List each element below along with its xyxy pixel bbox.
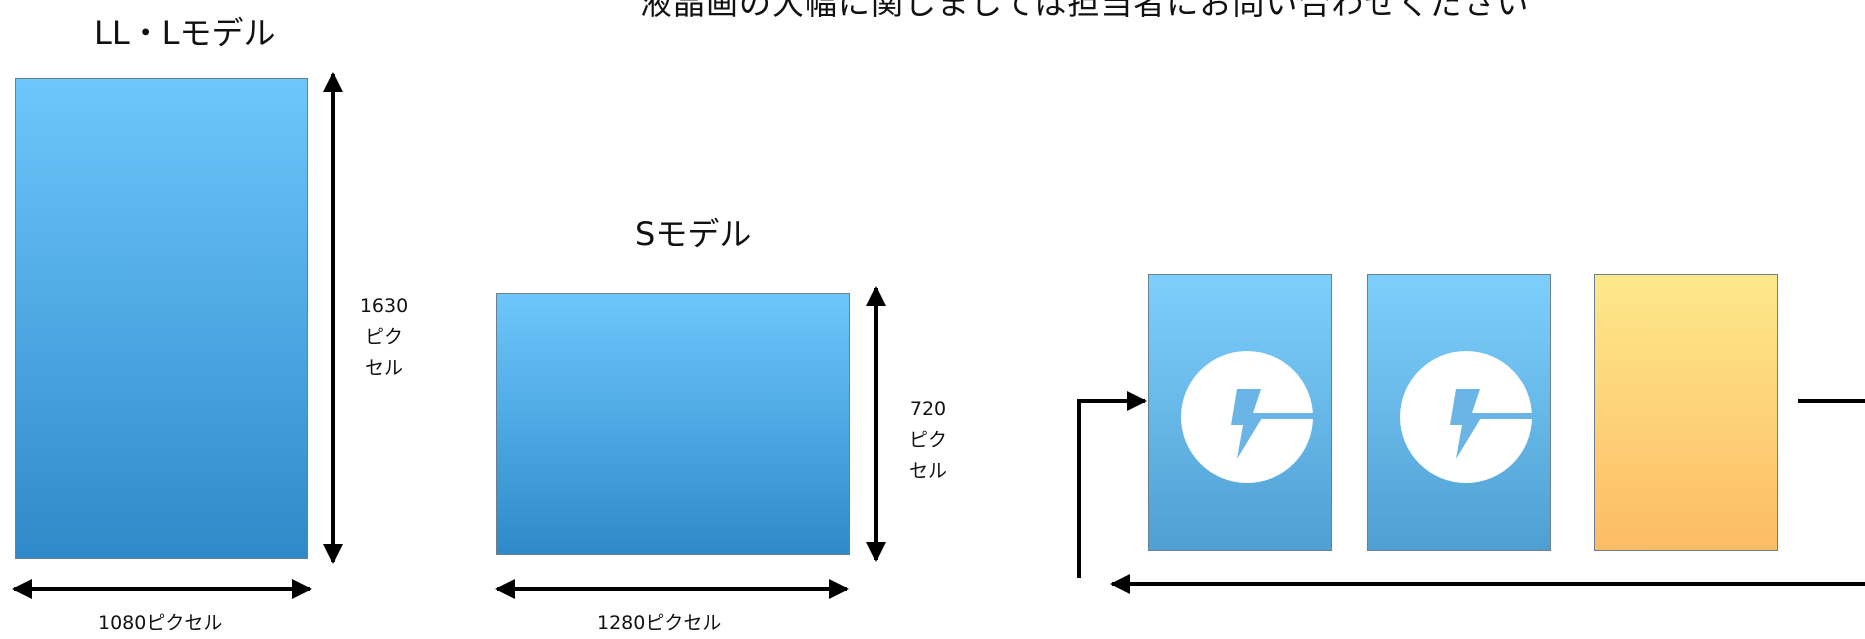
ll-model-screen [15, 78, 308, 559]
s-model-screen [496, 293, 850, 555]
lightning-logo-icon [1181, 351, 1315, 483]
header-note: 液晶画の大幅に関しましては担当者にお問い合わせください [640, 0, 1530, 22]
rotation-screen-3 [1594, 274, 1778, 551]
rotation-screen-1 [1148, 274, 1332, 551]
rotation-screen-2 [1367, 274, 1551, 551]
ll-model-title: LL・Lモデル [94, 14, 276, 52]
s-height-unit-1: ピク [908, 429, 947, 451]
s-model-title: Sモデル [635, 215, 752, 253]
lightning-logo-icon [1400, 351, 1534, 483]
s-width-label: 1280ピクセル [597, 612, 722, 634]
s-height-value: 720 [909, 398, 947, 420]
ll-height-label: 1630 ピク セル [356, 291, 412, 384]
ll-height-unit-1: ピク [364, 326, 403, 348]
rotation-entry-arrow [1077, 391, 1147, 578]
s-height-label: 720 ピク セル [898, 394, 958, 487]
ll-height-value: 1630 [359, 295, 409, 317]
ll-height-unit-2: セル [364, 357, 403, 379]
s-height-unit-2: セル [908, 460, 947, 482]
ll-width-label: 1080ピクセル [98, 612, 223, 634]
